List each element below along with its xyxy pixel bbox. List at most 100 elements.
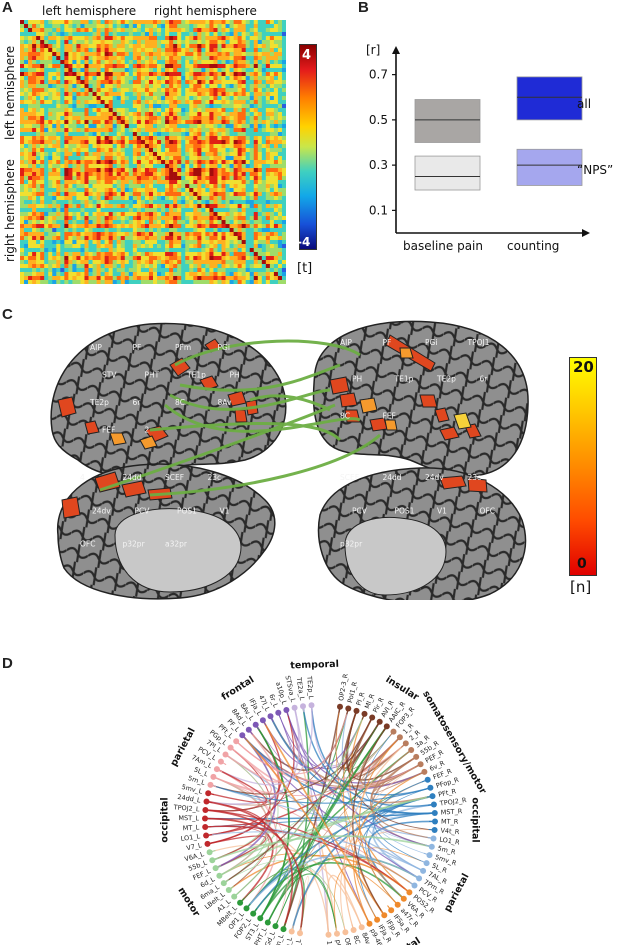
region-label: TE2p [436,375,456,384]
matrix-cell [173,240,178,245]
matrix-cell [140,120,146,125]
matrix-cell [116,172,122,177]
matrix-cell [76,160,81,165]
matrix-cell [52,108,57,113]
matrix-cell [253,72,259,77]
matrix-cell [269,252,275,257]
matrix-cell [68,152,73,157]
matrix-cell [185,164,190,169]
matrix-cell [165,272,170,277]
matrix-cell [217,180,222,185]
matrix-cell [221,88,226,93]
matrix-cell [92,44,97,49]
matrix-cell [24,160,29,165]
matrix-cell [185,232,190,237]
matrix-cell [185,64,190,69]
matrix-cell [169,72,174,77]
matrix-cell [209,240,214,245]
matrix-cell [128,268,134,273]
matrix-cell [185,244,190,249]
matrix-cell [177,84,182,89]
matrix-cell [60,212,65,217]
matrix-cell [36,36,41,41]
matrix-cell [116,92,122,97]
matrix-cell [124,188,130,193]
matrix-cell [241,180,246,185]
matrix-cell [124,52,130,57]
matrix-cell [269,112,275,117]
matrix-cell [157,76,162,81]
matrix-cell [197,176,202,181]
matrix-cell [253,100,259,105]
chord-link [216,705,313,786]
matrix-cell [20,32,25,37]
matrix-cell [48,32,53,37]
matrix-cell [221,56,226,61]
region-label: PH [352,375,362,384]
matrix-cell [108,168,113,173]
matrix-cell [165,232,170,237]
matrix-cell [245,228,251,233]
matrix-cell [128,100,134,105]
matrix-cell [44,92,49,97]
matrix-cell [148,28,154,33]
matrix-cell [221,40,226,45]
matrix-cell [20,64,25,69]
matrix-cell [169,172,174,177]
matrix-cell [153,188,158,193]
matrix-cell [277,248,283,253]
matrix-cell [161,240,166,245]
matrix-cell [44,272,49,277]
matrix-cell [209,160,214,165]
matrix-cell [225,276,230,281]
matrix-cell [197,120,202,125]
matrix-cell [177,76,182,81]
matrix-cell [173,148,178,153]
matrix-cell [120,200,126,205]
matrix-cell [249,80,255,85]
matrix-cell [269,228,275,233]
chord-node [431,810,438,816]
matrix-cell [60,180,65,185]
matrix-cell [249,280,255,284]
matrix-cell [144,248,150,253]
matrix-cell [44,116,49,121]
matrix-cell [84,140,89,145]
matrix-cell [56,52,61,57]
matrix-cell [273,204,279,209]
matrix-cell [52,272,57,277]
matrix-cell [201,20,206,25]
matrix-cell [68,168,73,173]
matrix-cell [84,260,89,265]
matrix-cell [124,124,130,129]
matrix-cell [140,108,146,113]
matrix-cell [116,60,122,65]
matrix-cell [48,56,53,61]
matrix-cell [233,200,238,205]
matrix-cell [144,260,150,265]
matrix-cell [273,92,279,97]
matrix-cell [72,180,77,185]
matrix-cell [112,140,118,145]
matrix-cell [177,272,182,277]
matrix-cell [241,124,246,129]
matrix-cell [80,144,85,149]
matrix-cell [132,212,138,217]
matrix-cell [128,24,134,29]
matrix-cell [36,116,41,121]
matrix-cell [241,116,246,121]
matrix-cell [177,144,182,149]
matrix-cell [44,156,49,161]
matrix-cell [124,36,130,41]
matrix-cell [36,240,41,245]
matrix-cell [120,88,126,93]
matrix-cell [20,228,25,233]
matrix-cell [44,40,49,45]
matrix-cell [120,248,126,253]
matrix-cell [225,236,230,241]
matrix-cell [120,260,126,265]
matrix-cell [209,24,214,29]
matrix-cell [233,40,238,45]
matrix-cell [205,68,210,73]
chord-link [213,747,273,794]
